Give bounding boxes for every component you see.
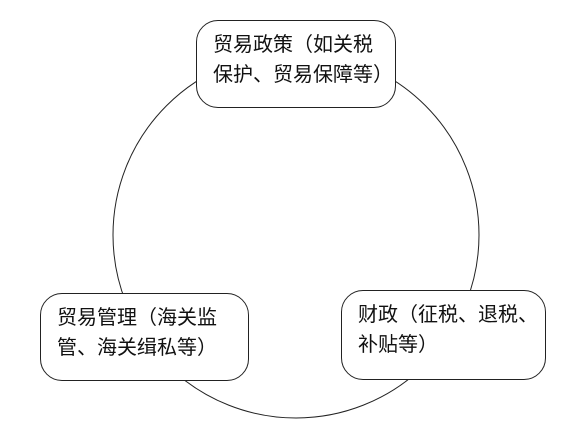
node-trade-policy-line-2: 保护、贸易保障等） (213, 62, 393, 86)
node-finance: 财政（征税、退税、 补贴等） (341, 290, 546, 380)
node-trade-policy-line-1: 贸易政策（如关税 (213, 32, 373, 56)
node-trade-policy: 贸易政策（如关税 保护、贸易保障等） (196, 20, 396, 108)
node-trade-management: 贸易管理（海关监 管、海关缉私等） (40, 293, 249, 381)
node-trade-management-line-1: 贸易管理（海关监 (57, 305, 217, 329)
node-finance-line-1: 财政（征税、退税、 (358, 302, 538, 326)
node-finance-line-2: 补贴等） (358, 332, 438, 356)
node-trade-management-line-2: 管、海关缉私等） (57, 335, 217, 359)
